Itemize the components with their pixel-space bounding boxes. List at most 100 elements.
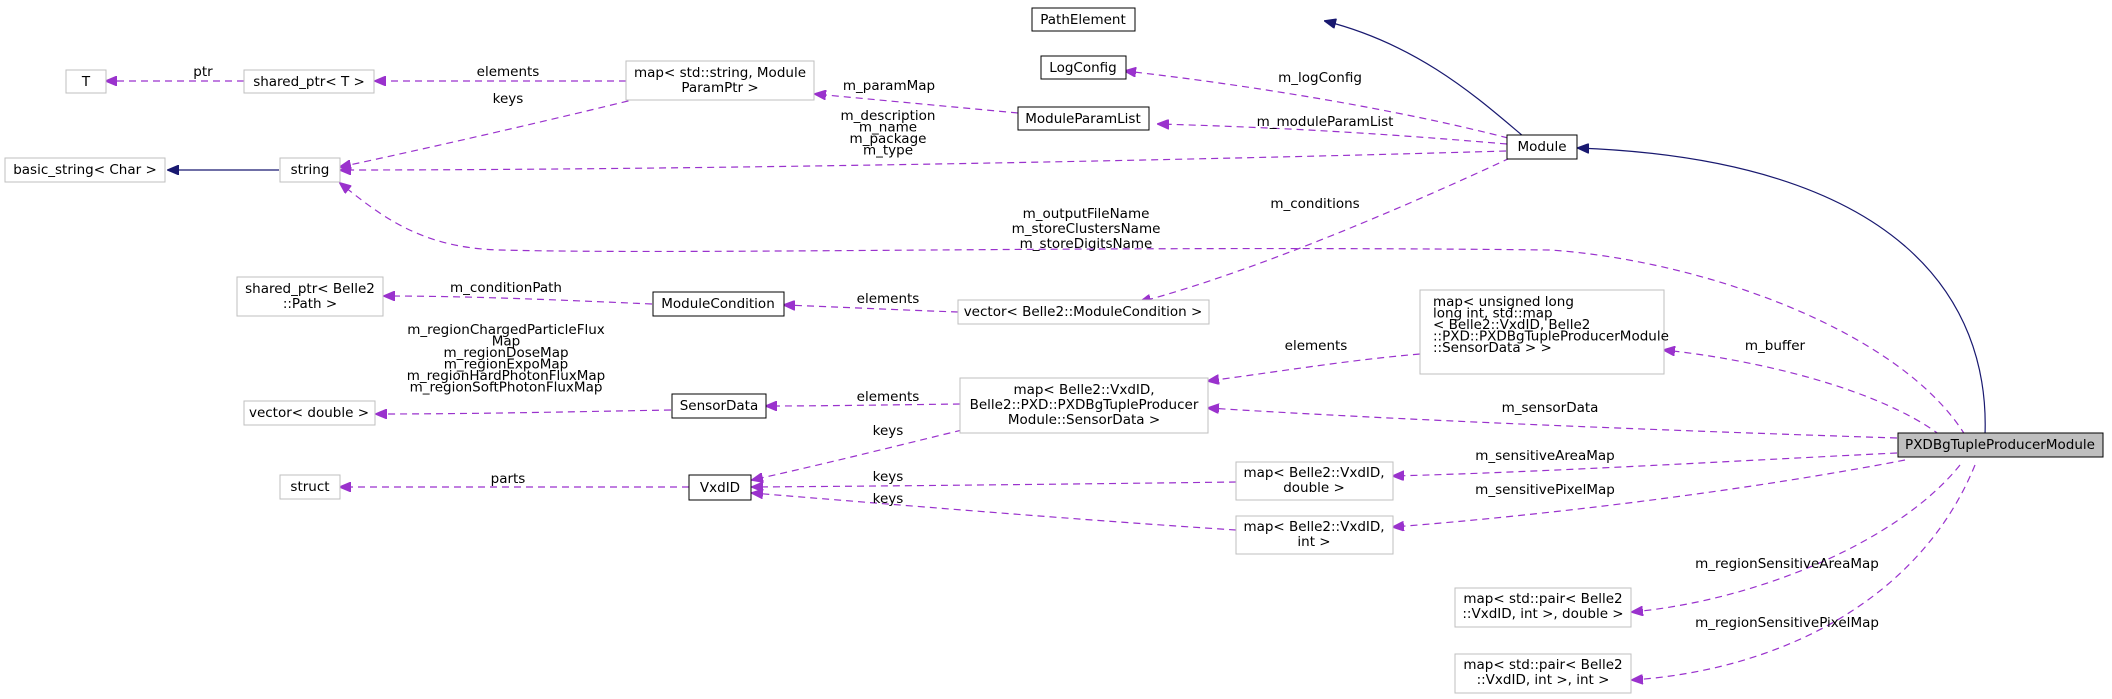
label-line: vector< double >: [249, 405, 369, 421]
node-logconfig[interactable]: LogConfig: [1040, 55, 1127, 80]
svg-text:SensorData: SensorData: [680, 398, 759, 414]
node-map-vxdid-double[interactable]: map< Belle2::VxdID,double >: [1235, 461, 1394, 501]
edge-pxd-to-string: [340, 183, 1966, 436]
label-line: elements: [857, 389, 920, 405]
node-map-vxdid-int[interactable]: map< Belle2::VxdID,int >: [1235, 515, 1394, 555]
node-vector-modulecondition[interactable]: vector< Belle2::ModuleCondition >: [957, 299, 1210, 325]
edge-module-to-vector-condition: [1140, 157, 1511, 302]
edge-label-m-regionsensitiveareamap: m_regionSensitiveAreaMap: [1695, 556, 1879, 572]
edge-label-m-buffer: m_buffer: [1745, 338, 1806, 354]
svg-text:struct: struct: [290, 479, 329, 495]
label-line: m_name: [859, 120, 917, 136]
node-string[interactable]: string: [279, 157, 341, 183]
label-line: m_regionSensitiveAreaMap: [1695, 556, 1879, 572]
label-line: ptr: [193, 64, 213, 80]
edge-label-m-conditionpath: m_conditionPath: [450, 280, 562, 296]
label-line: map< Belle2::VxdID,: [1013, 382, 1154, 398]
edge-modulecondition-to-sharedptr-path: [384, 296, 653, 305]
label-line: elements: [857, 291, 920, 307]
node-modulecondition[interactable]: ModuleCondition: [652, 291, 785, 317]
node-map-pair-double[interactable]: map< std::pair< Belle2::VxdID, int >, do…: [1454, 587, 1632, 628]
edge-label-m-sensitivepixelmap: m_sensitivePixelMap: [1475, 482, 1615, 498]
edge-label-ptr: ptr: [193, 64, 213, 80]
edge-pxd-to-map-pair-double: [1632, 464, 1961, 612]
svg-text:LogConfig: LogConfig: [1049, 60, 1116, 76]
label-line: m_outputFileName: [1023, 206, 1150, 222]
label-line: < Belle2::VxdID, Belle2: [1433, 317, 1590, 333]
edge-label-m-sensordata: m_sensorData: [1502, 400, 1599, 416]
edge-label-keys: keys: [873, 469, 904, 485]
edge-label-parts: parts: [491, 471, 526, 487]
svg-text:Module: Module: [1517, 139, 1566, 155]
label-line: ParamPtr >: [681, 80, 758, 96]
label-line: T: [81, 74, 91, 90]
edge-pxd-to-map-pair-int: [1632, 464, 1976, 680]
label-line: m_description: [841, 108, 936, 124]
node-map-vxdid-sensordata[interactable]: map< Belle2::VxdID,Belle2::PXD::PXDBgTup…: [959, 377, 1209, 434]
label-line: keys: [873, 491, 904, 507]
node-moduleparamlist[interactable]: ModuleParamList: [1017, 106, 1150, 131]
svg-text:vector< Belle2::ModuleConditio: vector< Belle2::ModuleCondition >: [964, 304, 1203, 320]
svg-text:ModuleCondition: ModuleCondition: [661, 296, 775, 312]
label-line: m_regionChargedParticleFlux: [407, 322, 605, 338]
edge-label-m-sensitiveareamap: m_sensitiveAreaMap: [1475, 448, 1614, 464]
edge-map-ulong-to-map-sensordata: [1208, 353, 1421, 381]
node-sensordata[interactable]: SensorData: [671, 393, 767, 419]
node-map-pair-int[interactable]: map< std::pair< Belle2::VxdID, int >, in…: [1454, 653, 1632, 694]
label-line: elements: [1285, 338, 1348, 354]
label-line: PXDBgTupleProducerModule: [1905, 437, 2095, 453]
node-shared-ptr-path[interactable]: shared_ptr< Belle2::Path >: [236, 276, 384, 317]
edge-sensordata-to-vector-double: [376, 410, 672, 414]
label-line: keys: [873, 469, 904, 485]
label-line: ::SensorData > >: [1433, 340, 1552, 356]
label-line: string: [291, 162, 330, 178]
node-pathelement[interactable]: PathElement: [1031, 7, 1136, 32]
label-line: double >: [1283, 480, 1345, 496]
label-line: m_moduleParamList: [1257, 114, 1394, 130]
nodes: PathElement LogConfig map< std::string, …: [4, 7, 2104, 694]
edge-labels: ptr elements keys m_paramMap m_logConfig…: [193, 64, 1879, 631]
label-line: basic_string< Char >: [13, 162, 157, 178]
label-line: shared_ptr< T >: [253, 74, 365, 90]
node-pxdbgtupleproducermodule[interactable]: PXDBgTupleProducerModule: [1897, 432, 2104, 458]
label-line: map< std::string, Module: [634, 65, 806, 81]
label-line: m_package: [850, 131, 927, 147]
node-struct[interactable]: struct: [279, 474, 341, 500]
label-line: m_regionExpoMap: [444, 357, 568, 373]
node-vector-double[interactable]: vector< double >: [243, 400, 376, 426]
label-line: m_logConfig: [1278, 70, 1362, 86]
svg-text:PXDBgTupleProducerModule: PXDBgTupleProducerModule: [1905, 437, 2095, 453]
label-line: m_paramMap: [843, 78, 935, 94]
label-line: elements: [477, 64, 540, 80]
node-module[interactable]: Module: [1506, 134, 1578, 160]
label-line: map< std::pair< Belle2: [1463, 591, 1622, 607]
edges: [106, 21, 1986, 680]
svg-text:shared_ptr< T >: shared_ptr< T >: [253, 74, 365, 90]
label-line: SensorData: [680, 398, 759, 414]
edge-label-m-regionsensitivepixelmap: m_regionSensitivePixelMap: [1695, 615, 1879, 631]
node-shared-ptr-t[interactable]: shared_ptr< T >: [243, 69, 375, 94]
node-vxdid[interactable]: VxdID: [688, 474, 752, 501]
label-line: m_conditions: [1270, 196, 1359, 212]
edge-label-elements: elements: [1285, 338, 1348, 354]
edge-pxd-to-map-ulong: [1664, 350, 1941, 436]
svg-text:ModuleParamList: ModuleParamList: [1025, 111, 1140, 127]
edge-label-m-parammap: m_paramMap: [843, 78, 935, 94]
edge-map-double-to-vxdid: [752, 481, 1237, 487]
node-t[interactable]: T: [65, 69, 107, 94]
label-line: Map: [492, 334, 521, 350]
label-line: ModuleCondition: [661, 296, 775, 312]
label-line: m_buffer: [1745, 338, 1806, 354]
label-line: keys: [493, 91, 524, 107]
label-line: Module: [1517, 139, 1566, 155]
node-basic-string[interactable]: basic_string< Char >: [4, 157, 166, 183]
label-line: m_sensorData: [1502, 400, 1599, 416]
edge-map-sensordata-to-sensordata: [766, 404, 961, 406]
label-line: Belle2::PXD::PXDBgTupleProducer: [970, 397, 1199, 413]
